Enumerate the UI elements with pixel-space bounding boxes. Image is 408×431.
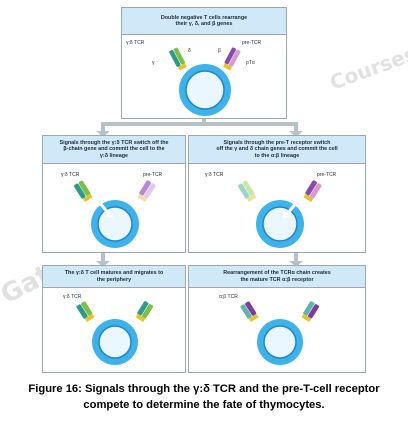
cell-diagram (76, 301, 154, 365)
panel-ab-commitment: Signals through the pre-T receptor switc… (188, 135, 366, 253)
pre-tcr-receptor (137, 180, 156, 203)
panel-gd-maturation: The γ:δ T cell matures and migrates to t… (42, 265, 186, 373)
arrow-head-right-2 (289, 261, 303, 267)
arrow-top-to-branches (101, 118, 298, 133)
figure-caption-line-2: compete to determine the fate of thymocy… (83, 399, 325, 411)
figure-caption: Figure 16: Signals through the γ:δ TCR a… (0, 381, 408, 413)
gd-tcr-receptor-2 (135, 301, 154, 323)
panel-ab-maturation: Rearrangement of the TCRα chain creates … (188, 265, 366, 373)
panel-caption: Signals through the pre-T receptor switc… (189, 136, 365, 164)
ab-tcr-receptor-1 (240, 301, 259, 323)
pre-tcr-receptor (223, 47, 241, 71)
signal-arrow (97, 201, 111, 215)
panel-caption: Double negative T cells rearrange their … (122, 8, 286, 35)
gd-tcr-receptor (237, 180, 257, 203)
cell-diagram (240, 301, 320, 365)
gd-tcr-receptor-1 (76, 301, 95, 323)
arrow-head-left-2 (96, 261, 110, 267)
panel-caption: Rearrangement of the TCRα chain creates … (189, 266, 365, 288)
cell-nucleus (262, 206, 298, 242)
cell-nucleus (98, 325, 132, 359)
label-gd-tcr: γ:δ TCR (205, 172, 224, 178)
cell-nucleus (97, 206, 133, 242)
panel-caption: Signals through the γ:δ TCR switch off t… (43, 136, 185, 164)
cell-diagram (169, 47, 241, 116)
label-gamma: γ (152, 60, 155, 66)
arrow-head-right-1 (289, 131, 303, 137)
label-pre-tcr: pre-TCR (317, 172, 337, 178)
signal-arrow (285, 201, 299, 215)
label-pre-tcr: pre-TCR (242, 40, 262, 46)
panel-gd-commitment: Signals through the γ:δ TCR switch off t… (42, 135, 186, 253)
panel-double-negative: Double negative T cells rearrange their … (121, 7, 287, 119)
ab-tcr-receptor-2 (301, 301, 320, 323)
cell-diagram (73, 180, 156, 248)
label-delta: δ (188, 48, 191, 54)
gd-tcr-receptor (73, 180, 93, 203)
gd-tcr-receptor (169, 47, 187, 71)
label-pre-tcr: pre-TCR (143, 172, 163, 178)
arrow-head-left-1 (96, 131, 110, 137)
label-beta: β (218, 48, 221, 54)
pre-tcr-receptor (303, 180, 322, 203)
label-ab-tcr: α:β TCR (219, 294, 238, 300)
cell-diagram (237, 180, 322, 248)
flow-arrows (96, 118, 303, 267)
figure-caption-line-1: Figure 16: Signals through the γ:δ TCR a… (28, 383, 380, 395)
label-gd-tcr: γ:δ TCR (126, 40, 145, 46)
label-gd-tcr: γ:δ TCR (61, 172, 80, 178)
label-pta: pTα (246, 60, 255, 66)
cell-nucleus (185, 70, 225, 110)
panel-caption: The γ:δ T cell matures and migrates to t… (43, 266, 185, 288)
label-gd-tcr: γ:δ TCR (63, 294, 82, 300)
cell-nucleus (263, 325, 297, 359)
